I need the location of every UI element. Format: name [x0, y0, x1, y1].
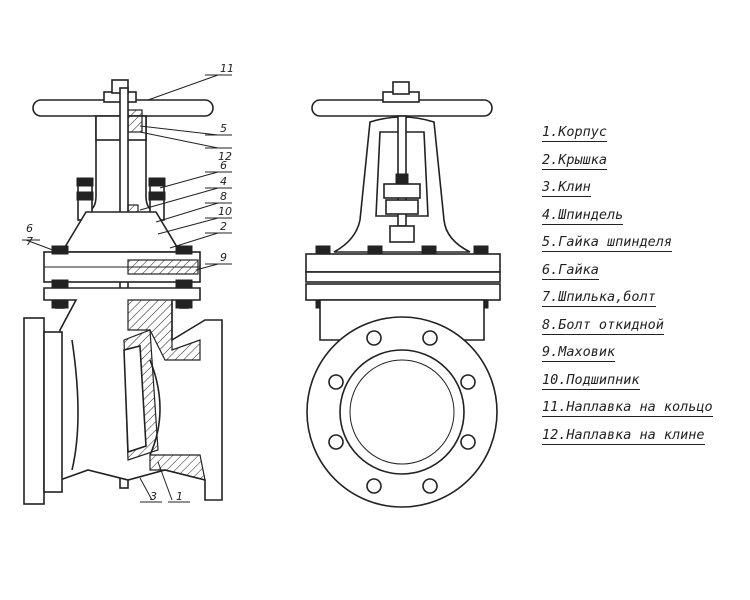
callout-7: 7 [26, 235, 33, 248]
yoke-front [333, 115, 471, 253]
callout-5: 5 [220, 122, 227, 135]
leader-lines [22, 74, 232, 503]
front-view [305, 81, 501, 508]
legend-item: 12.Наплавка на клине [542, 426, 705, 445]
legend-item: 8.Болт откидной [542, 316, 664, 335]
callout-12: 12 [218, 150, 232, 163]
callout-6-right: 6 [220, 159, 227, 172]
legend-item: 3.Клин [542, 179, 591, 197]
legend-item: 7.Шпилька,болт [542, 289, 656, 307]
flange-bolt-holes [328, 330, 476, 494]
legend-item: 1.Корпус [542, 124, 608, 142]
callout-4: 4 [220, 175, 227, 188]
callout-9: 9 [220, 251, 227, 264]
handwheel-front [311, 81, 493, 117]
legend-item: 5.Гайка шпинделя [542, 234, 673, 252]
callout-2: 2 [220, 220, 227, 233]
body-section [23, 287, 223, 505]
bonnet-flange-front [305, 245, 501, 309]
callout-6-left: 6 [26, 222, 33, 235]
callout-1: 1 [176, 490, 183, 503]
legend-item: 6.Гайка [542, 261, 599, 280]
callout-3: 3 [150, 490, 157, 503]
legend-item: 9.Маховик [542, 344, 616, 362]
legend-item: 4.Шпиндель [542, 206, 624, 225]
parts-legend: 1.Корпус 2.Крышка 3.Клин 4.Шпиндель 5.Га… [542, 122, 750, 452]
callout-8: 8 [220, 190, 227, 203]
callout-10: 10 [218, 205, 232, 218]
callout-11: 11 [220, 62, 234, 75]
legend-item: 10.Подшипник [542, 371, 640, 390]
legend-item: 2.Крышка [542, 151, 608, 170]
section-view: 11 5 12 6 4 8 10 2 9 6 7 3 1 [22, 62, 234, 505]
legend-item: 11.Наплавка на кольцо [542, 399, 713, 417]
